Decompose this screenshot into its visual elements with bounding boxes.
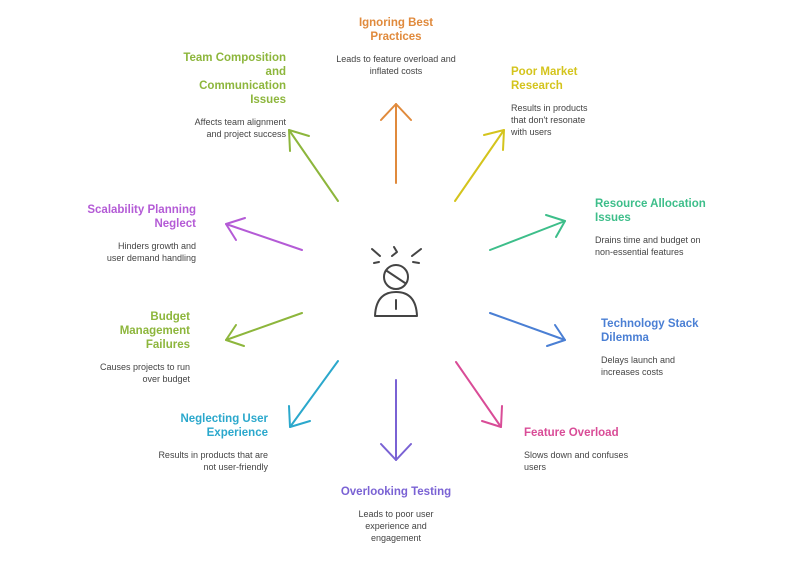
node-title: Technology Stack Dilemma xyxy=(601,318,699,344)
node-title: Poor Market Research xyxy=(511,66,578,92)
node-title: Team Composition and Communication Issue… xyxy=(183,52,286,106)
arrow-up-right-icon xyxy=(454,129,505,202)
arrow-right-icon xyxy=(489,214,566,251)
node-scalability-planning-neglect: Scalability Planning Neglect Hinders gro… xyxy=(76,203,196,264)
node-title: Neglecting User Experience xyxy=(180,413,268,439)
arrow-down-right-icon xyxy=(455,361,503,428)
node-description: Leads to feature overload and inflated c… xyxy=(336,54,456,76)
node-title: Feature Overload xyxy=(524,427,619,439)
node-description: Results in products that are not user-fr… xyxy=(158,450,268,472)
node-description: Drains time and budget on non-essential … xyxy=(595,235,701,257)
node-resource-allocation-issues: Resource Allocation Issues Drains time a… xyxy=(595,197,709,258)
node-team-composition-communication: Team Composition and Communication Issue… xyxy=(176,51,286,140)
node-description: Leads to poor user experience and engage… xyxy=(358,509,434,543)
node-ignoring-best-practices: Ignoring Best Practices Leads to feature… xyxy=(335,16,457,77)
node-title: Ignoring Best Practices xyxy=(358,17,434,43)
node-description: Affects team alignment and project succe… xyxy=(194,117,286,139)
node-overlooking-testing: Overlooking Testing Leads to poor user e… xyxy=(340,485,452,544)
node-description: Delays launch and increases costs xyxy=(601,355,676,377)
arrow-left-icon xyxy=(225,217,303,251)
node-title: Scalability Planning Neglect xyxy=(87,204,196,230)
node-description: Causes projects to run over budget xyxy=(99,362,190,384)
arrow-down-icon xyxy=(380,379,412,461)
arrow-left-icon xyxy=(225,312,303,347)
arrow-up-left-icon xyxy=(288,129,339,202)
node-title: Overlooking Testing xyxy=(340,486,452,498)
node-description: Slows down and confuses users xyxy=(524,450,629,472)
node-technology-stack-dilemma: Technology Stack Dilemma Delays launch a… xyxy=(601,317,711,378)
node-feature-overload: Feature Overload Slows down and confuses… xyxy=(524,426,634,473)
node-description: Results in products that don't resonate … xyxy=(511,103,588,137)
node-title: Resource Allocation Issues xyxy=(595,198,706,224)
arrow-down-left-icon xyxy=(288,360,339,428)
node-poor-market-research: Poor Market Research Results in products… xyxy=(511,65,603,138)
node-neglecting-user-experience: Neglecting User Experience Results in pr… xyxy=(158,412,268,473)
node-title: Budget Management Failures xyxy=(119,311,190,351)
node-description: Hinders growth and user demand handling xyxy=(106,241,196,263)
node-budget-management-failures: Budget Management Failures Causes projec… xyxy=(86,310,190,385)
arrow-right-icon xyxy=(489,312,566,347)
stressed-person-icon xyxy=(371,246,422,317)
arrow-up-icon xyxy=(380,103,412,184)
